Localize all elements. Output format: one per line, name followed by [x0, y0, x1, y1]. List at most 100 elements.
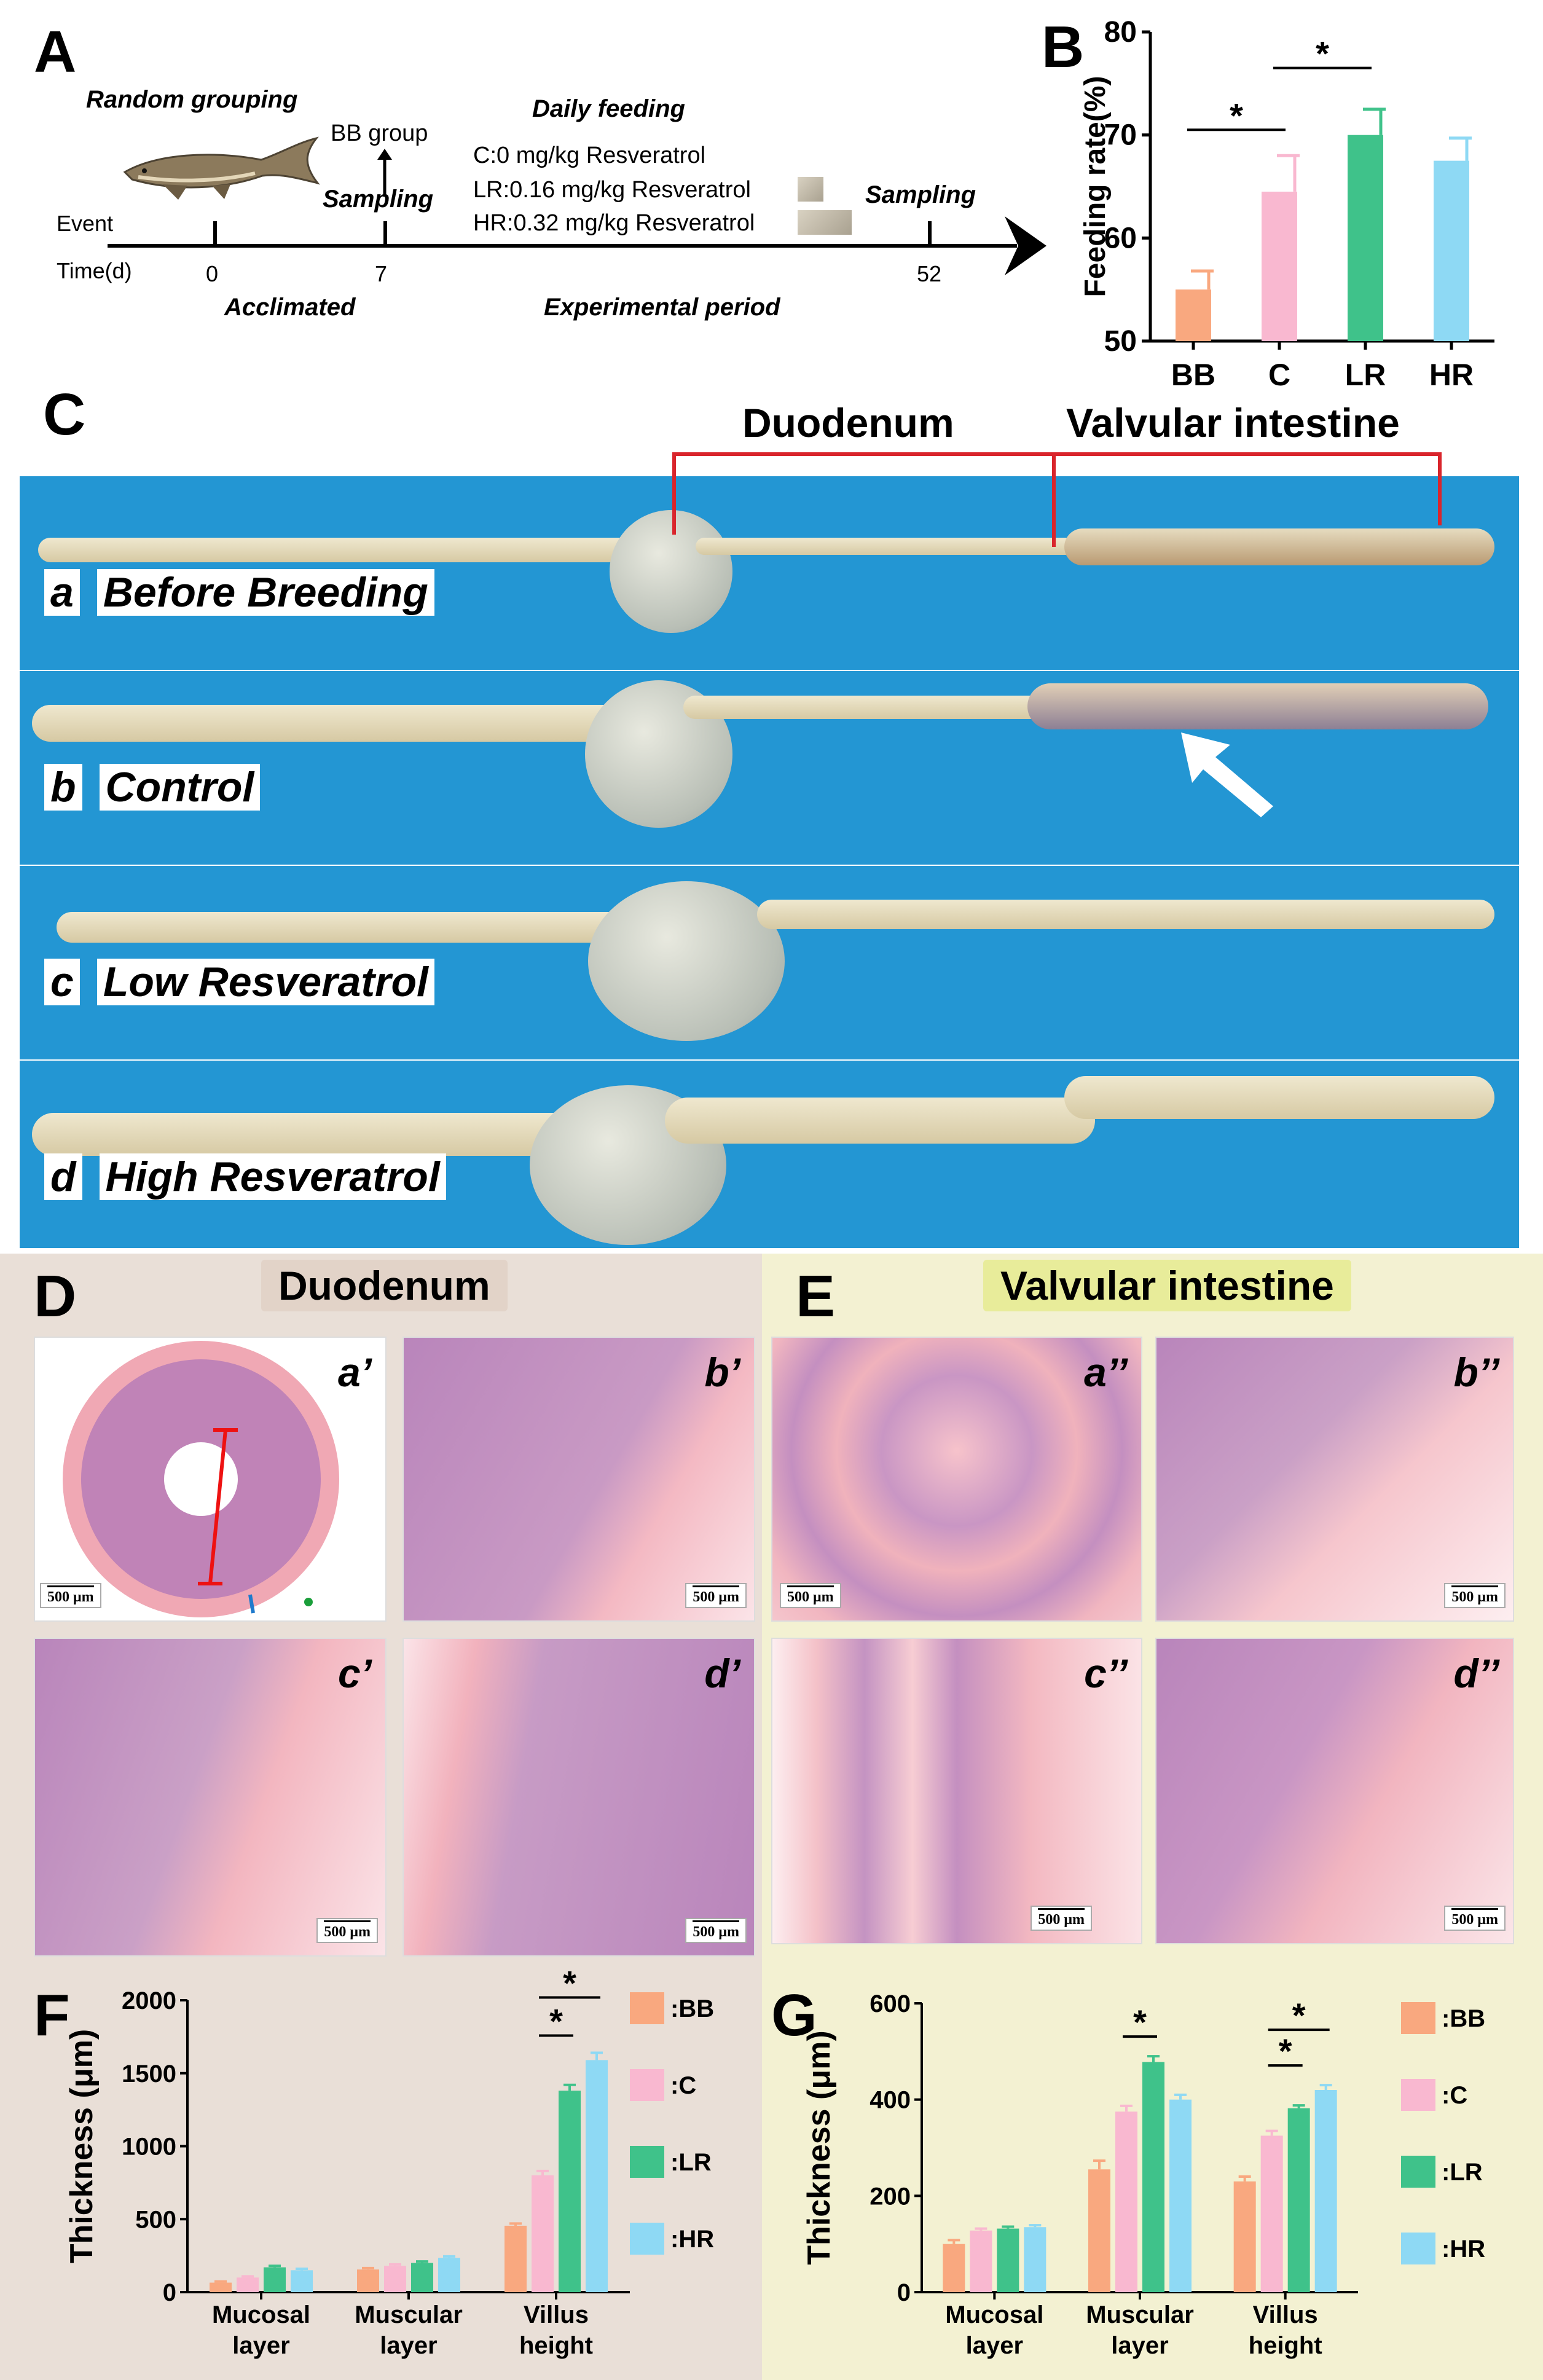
- bar-lr: [997, 2228, 1019, 2292]
- legend-swatch: [1401, 2079, 1435, 2111]
- legend-swatch: [1401, 2233, 1435, 2264]
- legend-label: :C: [670, 2072, 696, 2099]
- duodenum-title: Duodenum: [261, 1260, 508, 1311]
- legend-label: :BB: [1442, 2005, 1485, 2032]
- y-tick-label: 80: [1104, 16, 1137, 49]
- legend-label: :LR: [1442, 2159, 1483, 2186]
- sampling-label-2: Sampling: [865, 181, 976, 208]
- x-tick-label: Mucosal: [945, 2301, 1043, 2328]
- legend-label: :BB: [670, 1995, 714, 2022]
- histology-image-a2: a’’ 500 μm: [771, 1337, 1142, 1622]
- legend-swatch: [630, 2069, 664, 2101]
- y-tick-label: 70: [1104, 119, 1137, 152]
- bar-lr: [1348, 135, 1383, 341]
- legend-label: :LR: [670, 2149, 712, 2176]
- significance-star: *: [1230, 96, 1243, 135]
- y-tick-label: 0: [897, 2279, 911, 2306]
- significance-star: *: [1133, 2003, 1147, 2041]
- random-grouping-label: Random grouping: [86, 86, 298, 113]
- y-tick-label: 200: [870, 2183, 911, 2210]
- hr-dose-line: HR:0.32 mg/kg Resveratrol: [473, 210, 755, 236]
- x-tick-label: layer: [232, 2332, 289, 2359]
- histology-image-a1: a’ 500 μm: [34, 1337, 387, 1622]
- x-tick-label: Muscular: [355, 2301, 463, 2328]
- bar-hr: [1169, 2099, 1192, 2292]
- scale-bar-b1: 500 μm: [685, 1583, 747, 1608]
- tick-label-52: 52: [917, 261, 942, 286]
- bar-hr: [1434, 160, 1469, 341]
- legend-label: :HR: [1442, 2236, 1485, 2263]
- y-tick-label: 50: [1104, 325, 1137, 358]
- bar-lr: [559, 2091, 581, 2292]
- x-tick-label: Villus: [524, 2301, 589, 2328]
- bar-c: [237, 2277, 259, 2292]
- scale-bar-a1: 500 μm: [40, 1583, 101, 1608]
- histology-image-b1: b’ 500 μm: [402, 1337, 755, 1622]
- time-label: Time(d): [57, 258, 132, 283]
- x-tick-label: height: [1249, 2332, 1322, 2359]
- bar-bb: [1088, 2169, 1110, 2292]
- y-tick-label: 600: [870, 1990, 911, 2017]
- label-b1: b’: [704, 1349, 740, 1395]
- tick-label-7: 7: [375, 261, 388, 286]
- scale-bar-a2: 500 μm: [780, 1583, 841, 1608]
- valvular-intestine-header: Valvular intestine: [1066, 400, 1400, 446]
- panel-letter-d: D: [34, 1263, 77, 1329]
- sampling-label-1: Sampling: [323, 186, 434, 213]
- label-d2: d’’: [1453, 1651, 1499, 1696]
- y-axis-label: Thickness (μm): [64, 2029, 100, 2263]
- significance-star: *: [1292, 1996, 1306, 2035]
- panel-letter-b: B: [1042, 14, 1085, 80]
- panel-letter-g: G: [771, 1982, 817, 2048]
- y-tick-label: 400: [870, 2087, 911, 2114]
- tick-label-0: 0: [206, 261, 219, 286]
- histology-image-d2: d’’ 500 μm: [1155, 1638, 1514, 1944]
- y-axis-label: Feeding rate(%): [1082, 76, 1112, 297]
- x-tick-label: LR: [1345, 358, 1386, 387]
- legend-label: :HR: [670, 2226, 714, 2253]
- bar-hr: [1314, 2090, 1337, 2292]
- scale-bar-c1: 500 μm: [316, 1918, 378, 1943]
- legend-swatch: [630, 2146, 664, 2178]
- x-tick-label: Muscular: [1086, 2301, 1194, 2328]
- x-tick-label: Mucosal: [212, 2301, 310, 2328]
- c-dose-line: C:0 mg/kg Resveratrol: [473, 143, 706, 168]
- y-tick-label: 1000: [122, 2134, 176, 2161]
- x-tick-label: layer: [1111, 2332, 1168, 2359]
- up-arrow-icon: [377, 149, 392, 197]
- label-a1: a’: [337, 1349, 372, 1395]
- y-axis-label: Thickness (μm): [805, 2030, 837, 2264]
- legend-swatch: [630, 1992, 664, 2024]
- feed-pellet-large-icon: [798, 210, 852, 235]
- valvular-intestine-title: Valvular intestine: [983, 1260, 1351, 1311]
- bar-bb: [943, 2244, 965, 2292]
- x-tick-label: height: [519, 2332, 593, 2359]
- bar-lr: [264, 2267, 286, 2292]
- x-tick-label: layer: [380, 2332, 437, 2359]
- daily-feeding-label: Daily feeding: [532, 95, 685, 122]
- acclimated-label: Acclimated: [224, 294, 356, 321]
- x-tick-label: C: [1268, 358, 1290, 387]
- label-b2: b’’: [1453, 1349, 1499, 1395]
- event-label: Event: [57, 211, 114, 236]
- scale-bar-c2: 500 μm: [1031, 1906, 1092, 1931]
- bb-group-label: BB group: [331, 120, 428, 146]
- bar-c: [1115, 2111, 1137, 2292]
- bar-lr: [411, 2263, 433, 2292]
- y-tick-label: 1500: [122, 2060, 176, 2087]
- label-c1: c’: [337, 1651, 372, 1696]
- panel-letter-f: F: [34, 1982, 70, 2048]
- scale-bar-d1: 500 μm: [685, 1918, 747, 1943]
- lr-dose-line: LR:0.16 mg/kg Resveratrol: [473, 177, 751, 203]
- panel-letter-c: C: [43, 382, 86, 447]
- bar-hr: [291, 2270, 313, 2292]
- bar-c: [384, 2266, 406, 2292]
- bar-bb: [1233, 2181, 1256, 2292]
- bar-c: [970, 2230, 992, 2292]
- legend-swatch: [1401, 2156, 1435, 2188]
- bar-hr: [438, 2258, 460, 2292]
